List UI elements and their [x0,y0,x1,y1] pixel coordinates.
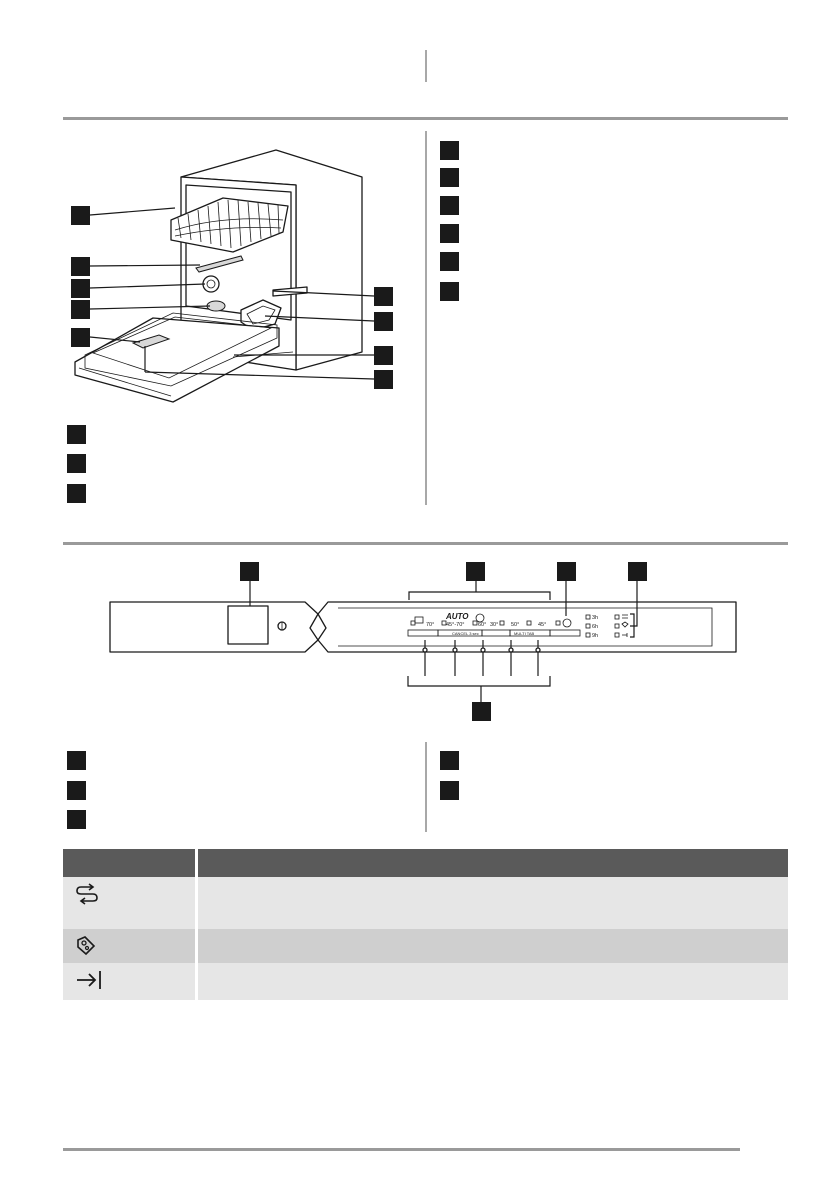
table-cell-description [195,877,788,929]
temp-45: 45° [538,622,546,628]
legend-box-10 [67,425,86,444]
indicators-table [63,849,788,1000]
rinse-aid-arrows-icon [76,883,98,905]
table-header-row [63,849,788,877]
temp-45-70: 45°-70° [446,622,464,628]
delay-3h: 3h [592,615,598,621]
legend-box-5 [440,252,459,271]
table-row [63,963,788,1000]
control-panel-illustration: 70° AUTO 45°-70° 60° 30° 50° 45° 3h 6h 9… [109,581,737,703]
auto-label: AUTO [445,612,469,621]
panel-legend-box-2 [67,781,86,800]
callout-hardness-dial [71,279,90,298]
callout-lower-spray-arm [71,300,90,319]
table-row [63,929,788,963]
door-control-unit [131,334,171,349]
table-cell-icon [63,963,197,1000]
panel-legend-box-3 [67,810,86,829]
upper-spray-arm [195,255,244,273]
legend-box-2 [440,168,459,187]
open-door [74,317,280,403]
table-header-indicator [63,849,197,877]
section-rule-control-panel [63,542,788,545]
temp-60: 60° [478,622,486,628]
callout-control-panel [374,370,393,389]
callout-door [374,346,393,365]
upper-basket [170,197,289,253]
legend-box-1 [440,141,459,160]
temp-50: 50° [511,622,519,628]
table-cell-description [195,929,788,963]
rinse-aid-dispenser [240,299,282,331]
legend-box-12 [67,484,86,503]
callout-upper-basket [71,206,90,225]
panel-callout-indicators [628,562,647,581]
header-divider [425,50,427,82]
callout-control-unit [71,328,90,347]
panel-legend-box-1 [67,751,86,770]
table-row [63,877,788,929]
legend-box-4 [440,224,459,243]
footer-rule [63,1148,740,1151]
column-divider-2 [425,742,427,832]
column-divider-1 [425,131,427,505]
legend-box-11 [67,454,86,473]
dishwasher-illustration [74,149,363,403]
section-rule-top [63,117,788,120]
panel-callout-onoff [240,562,259,581]
legend-box-6 [440,282,459,301]
table-cell-description [195,963,788,1000]
cancel-label: CANCEL 3 sec [452,631,479,636]
panel-legend-box-4 [440,751,459,770]
delay-9h: 9h [592,633,598,639]
arrow-to-bar-icon [77,971,101,989]
multitab-label: MULTI TAB [514,631,535,636]
callout-upper-spray-arm [71,257,90,276]
illustration-callout-lines [89,207,375,380]
delay-6h: 6h [592,624,598,630]
table-cell-icon [63,877,197,929]
table-cell-icon [63,929,197,963]
on-off-display-window [227,605,269,645]
panel-callout-programme-buttons [472,702,491,721]
temp-30: 30° [490,622,498,628]
panel-legend-box-5 [440,781,459,800]
legend-box-3 [440,196,459,215]
panel-callout-programme-indicators [466,562,485,581]
temp-70: 70° [426,622,434,628]
callout-rinse-aid [374,312,393,331]
table-header-description [195,849,788,877]
callout-rating-plate [374,287,393,306]
salt-tag-icon [77,936,96,956]
panel-callout-delay [557,562,576,581]
